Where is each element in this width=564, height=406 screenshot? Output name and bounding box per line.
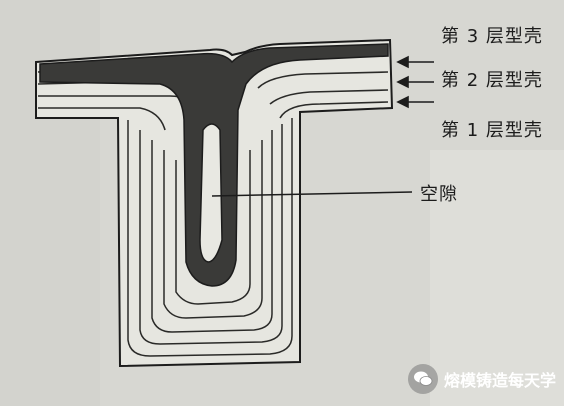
label-layer-1-shell: 第 1 层型壳 <box>441 120 543 141</box>
layer-arrows <box>396 55 434 109</box>
void-gap <box>199 123 223 263</box>
watermark-text: 熔模铸造每天学 <box>444 371 557 390</box>
label-gap: 空隙 <box>420 184 458 205</box>
watermark: 熔模铸造每天学 <box>408 364 556 394</box>
label-layer-2-shell: 第 2 层型壳 <box>441 70 543 91</box>
stem-layer-bands <box>127 118 293 357</box>
gap-leader-line <box>211 191 413 197</box>
label-layer-3-shell: 第 3 层型壳 <box>441 26 543 47</box>
wechat-icon <box>408 364 438 394</box>
